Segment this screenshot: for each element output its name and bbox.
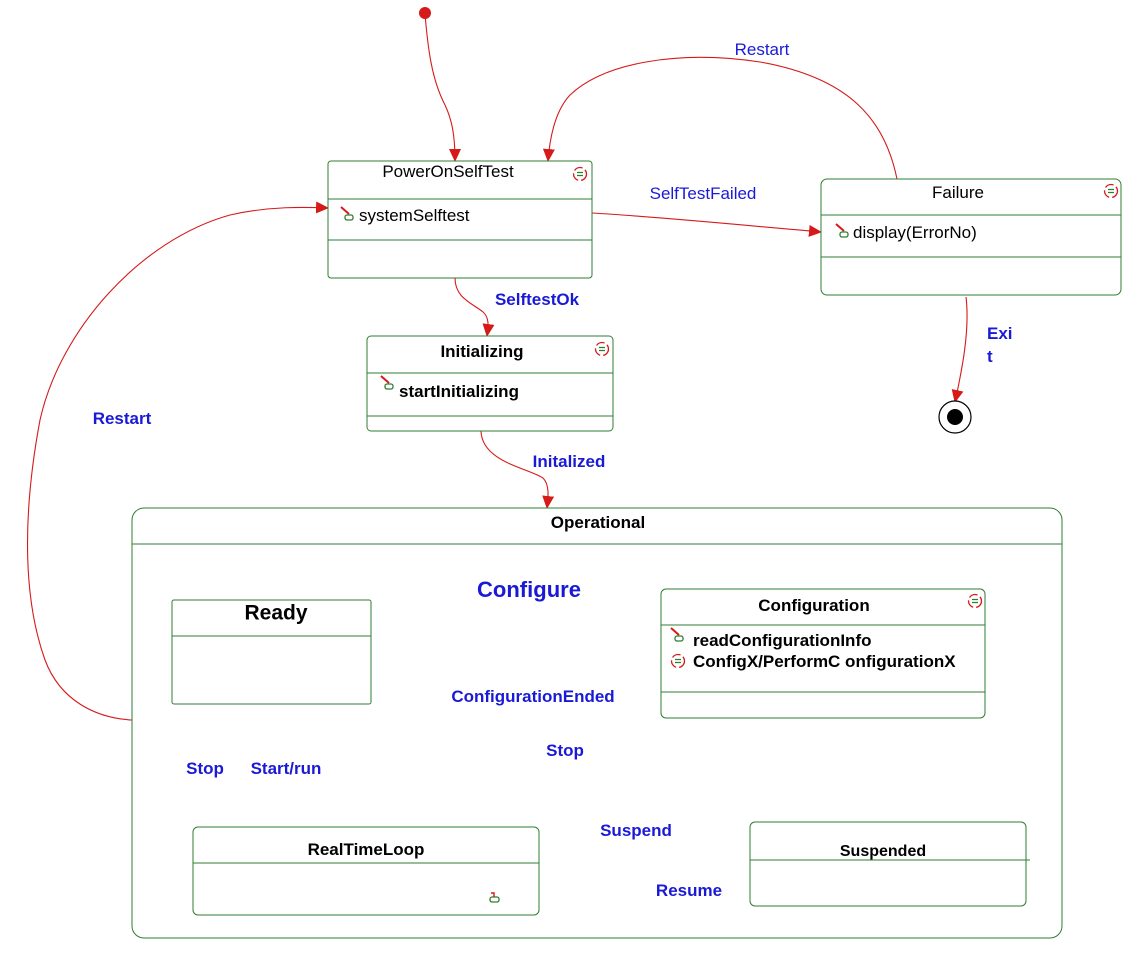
real-time-loop-title: RealTimeLoop: [308, 840, 425, 859]
initial-pseudostate-top[interactable]: [419, 7, 431, 19]
state-configuration[interactable]: Configuration readConfigurationInfo Conf…: [660, 588, 986, 719]
label-stop-realtime[interactable]: Stop: [186, 759, 224, 778]
initial-to-power-on-edge[interactable]: [424, 13, 461, 162]
configuration-title: Configuration: [758, 596, 869, 615]
state-real-time-loop[interactable]: RealTimeLoop: [192, 826, 540, 916]
final-state[interactable]: [938, 400, 972, 434]
label-start-run[interactable]: Start/run: [251, 759, 322, 778]
operational-title: Operational: [551, 513, 645, 532]
label-selftest-ok[interactable]: SelftestOk: [495, 290, 580, 309]
label-configuration-ended[interactable]: ConfigurationEnded: [451, 687, 614, 706]
label-exit-line2[interactable]: t: [987, 347, 993, 366]
label-self-test-failed[interactable]: SelfTestFailed: [650, 184, 757, 203]
failure-restart-edge[interactable]: [542, 56, 898, 180]
ready-title: Ready: [244, 602, 307, 625]
initializing-action: startInitializing: [399, 382, 519, 401]
exit-edge[interactable]: [951, 296, 968, 403]
self-test-failed-edge[interactable]: [591, 212, 822, 237]
configuration-do-activity: ConfigX/PerformC onfigurationX: [693, 652, 956, 671]
label-restart-failure[interactable]: Restart: [735, 40, 790, 59]
label-initalized[interactable]: Initalized: [533, 452, 606, 471]
configuration-entry-action: readConfigurationInfo: [693, 631, 871, 650]
label-resume[interactable]: Resume: [656, 881, 722, 900]
label-restart-operational[interactable]: Restart: [93, 409, 152, 428]
initializing-title: Initializing: [440, 342, 523, 361]
power-on-self-test-action: systemSelftest: [359, 206, 470, 225]
state-failure[interactable]: Failure display(ErrorNo): [820, 178, 1122, 296]
label-exit-line1[interactable]: Exi: [987, 324, 1013, 343]
label-configure[interactable]: Configure: [477, 577, 581, 602]
operational-restart-edge[interactable]: [26, 201, 329, 721]
failure-action: display(ErrorNo): [853, 223, 977, 242]
state-initializing[interactable]: Initializing startInitializing: [366, 335, 614, 432]
failure-title: Failure: [932, 183, 984, 202]
label-stop-suspended[interactable]: Stop: [546, 741, 584, 760]
suspended-title: Suspended: [840, 843, 926, 860]
selftest-ok-edge[interactable]: [454, 277, 495, 337]
state-ready[interactable]: Ready: [171, 599, 372, 705]
initalized-edge[interactable]: [480, 430, 555, 509]
label-suspend[interactable]: Suspend: [600, 821, 672, 840]
submachine-icon: [489, 892, 500, 903]
power-on-self-test-title: PowerOnSelfTest: [382, 162, 514, 181]
state-power-on-self-test[interactable]: PowerOnSelfTest systemSelftest: [327, 160, 593, 279]
state-suspended[interactable]: Suspended: [749, 821, 1030, 907]
transition-labels: Restart SelfTestFailed SelftestOk Exi t …: [93, 40, 1013, 900]
